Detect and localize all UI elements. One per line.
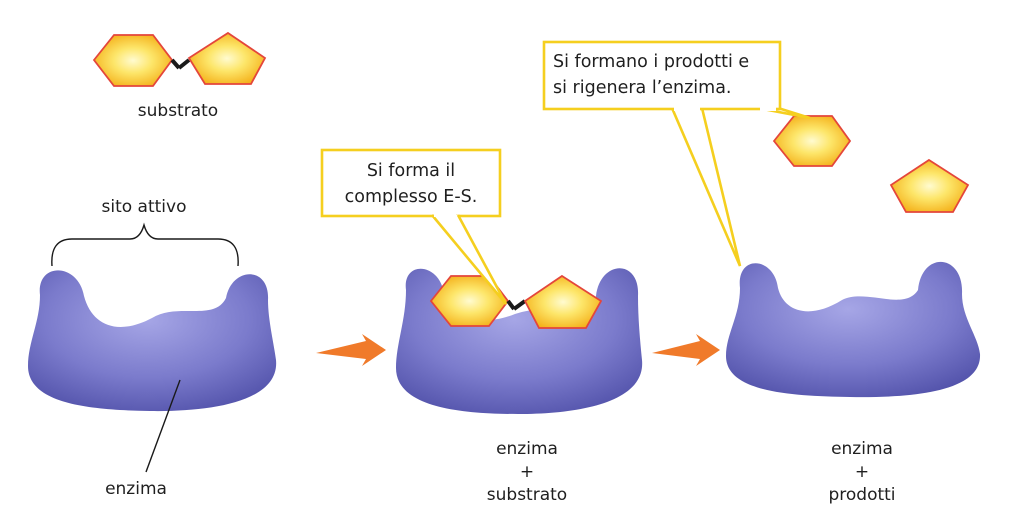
- callout-products-line-1: Si formano i prodotti e: [553, 52, 749, 72]
- enzyme-shape: [28, 270, 277, 412]
- enzyme-pointer-line: [145, 379, 181, 473]
- caption-right-line-2: +: [855, 462, 869, 482]
- substrate-molecule: [92, 31, 267, 87]
- caption-right-line-3: prodotti: [828, 485, 895, 505]
- product-hexagon: [772, 115, 852, 167]
- callout-products: Si formano i prodotti e si rigenera l’en…: [542, 40, 811, 267]
- product-pentagon: [889, 158, 970, 213]
- reaction-arrow-1: [316, 334, 386, 366]
- callout-es-line-2: complesso E-S.: [345, 187, 478, 207]
- callout-es-complex: Si forma il complesso E-S.: [320, 148, 508, 305]
- substrate-label: substrato: [138, 101, 218, 121]
- reaction-arrow-2: [652, 334, 720, 366]
- enzyme-regenerated: [726, 261, 981, 398]
- callout-es-line-1: Si forma il: [367, 161, 455, 181]
- caption-right-line-1: enzima: [831, 439, 893, 459]
- enzyme-label: enzima: [105, 479, 167, 499]
- caption-middle-line-3: substrato: [487, 485, 567, 505]
- caption-middle-line-2: +: [520, 462, 534, 482]
- substrate-bound: [429, 274, 603, 329]
- active-site-label: sito attivo: [102, 197, 187, 217]
- active-site-brace: [51, 222, 239, 267]
- caption-middle-line-1: enzima: [496, 439, 558, 459]
- callout-products-line-2: si rigenera l’enzima.: [553, 78, 731, 98]
- enzyme-es-complex: [396, 268, 643, 414]
